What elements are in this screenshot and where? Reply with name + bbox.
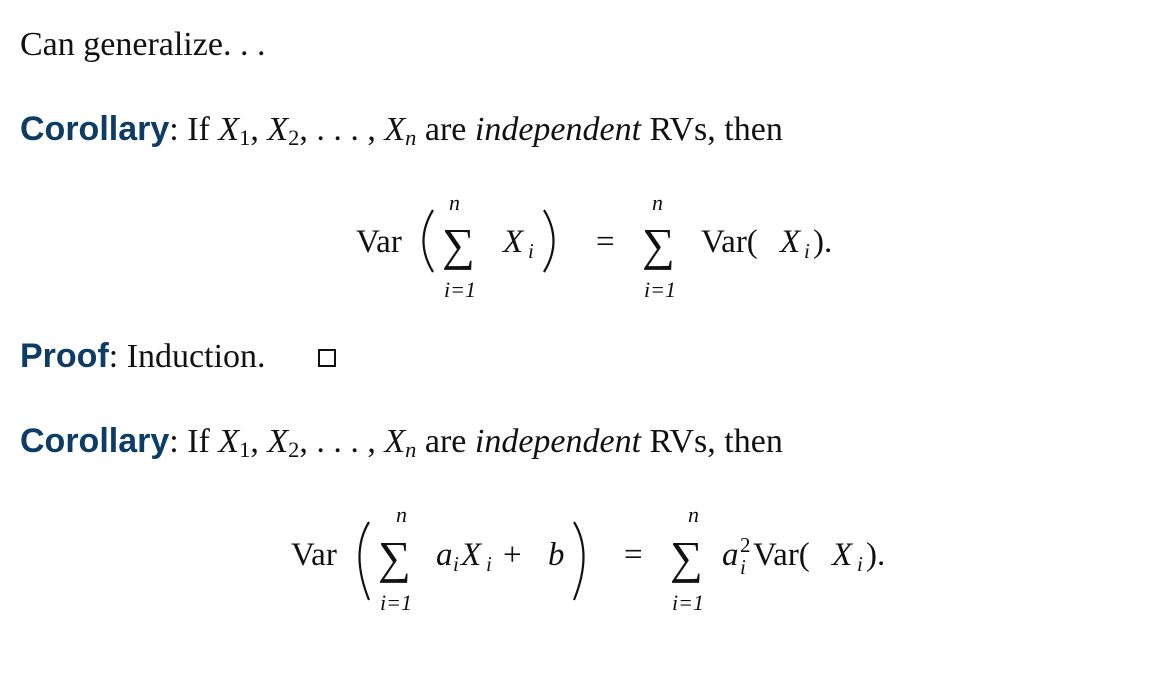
corollary-1-x1-sub: 1 xyxy=(239,124,251,150)
eq2-const: b xyxy=(548,537,565,573)
corollary-1-independent: independent xyxy=(474,111,642,148)
corollary-1-sep: , xyxy=(250,111,268,148)
proof-text: : Induction. xyxy=(108,338,266,375)
eq1-rhs-sum-top: n xyxy=(652,190,663,215)
corollary-1-xn-sub: n xyxy=(405,124,417,150)
eq1-sum-top: n xyxy=(449,190,460,215)
eq2-rhs-x-sub: i xyxy=(857,552,863,576)
corollary-1-are: are xyxy=(416,111,475,148)
equation-2: Var n ∑ i=1 a i X i + b = n ∑ i=1 a 2 i … xyxy=(291,502,885,615)
eq1-rhs-x: X xyxy=(778,224,802,260)
eq2-rhs-coef-sup: 2 xyxy=(740,533,751,557)
corollary-2: Corollary: If X1, X2, . . . , Xn are ind… xyxy=(20,422,783,462)
corollary-2-xn-sub: n xyxy=(405,436,417,462)
intro-label: Can generalize. . . xyxy=(20,26,266,63)
corollary-1-x2: X xyxy=(267,111,289,148)
corollary-2-x2: X xyxy=(267,423,289,460)
eq2-rhs-coef-sub: i xyxy=(740,555,746,579)
corollary-2-keyword: Corollary xyxy=(20,422,170,460)
equation-1: Var n ∑ i=1 X i = n ∑ i=1 Var( X i ). xyxy=(356,190,832,302)
eq2-rhs-sum-bottom: i=1 xyxy=(672,590,704,615)
corollary-1-if: : If xyxy=(169,111,219,148)
eq2-equals: = xyxy=(624,537,643,573)
eq1-right-paren xyxy=(543,209,555,273)
corollary-1-keyword: Corollary xyxy=(20,110,170,148)
eq2-rhs-close: ). xyxy=(866,537,885,573)
corollary-2-sep: , xyxy=(250,423,268,460)
eq1-equals: = xyxy=(596,224,615,260)
corollary-1: Corollary: If X1, X2, . . . , Xn are ind… xyxy=(20,110,783,150)
eq2-rhs-sum-top: n xyxy=(688,502,699,527)
corollary-1-rest: RVs, then xyxy=(641,111,783,148)
eq2-coef-sub: i xyxy=(453,552,459,576)
corollary-2-independent: independent xyxy=(474,423,642,460)
eq1-rhs-sum-sign: ∑ xyxy=(642,219,675,270)
corollary-2-rest: RVs, then xyxy=(641,423,783,460)
eq2-plus: + xyxy=(503,537,522,573)
eq2-rhs-sum-sign: ∑ xyxy=(670,532,703,583)
eq2-coef: a xyxy=(436,537,453,573)
corollary-2-are: are xyxy=(416,423,475,460)
eq1-sum-sign: ∑ xyxy=(442,219,475,270)
eq1-rhs-sum-bottom: i=1 xyxy=(644,277,676,302)
eq2-right-paren xyxy=(572,521,585,601)
corollary-2-xn: X xyxy=(384,423,406,460)
corollary-1-xn: X xyxy=(384,111,406,148)
eq1-var: Var xyxy=(356,224,402,260)
corollary-2-dots: , . . . , xyxy=(299,423,385,460)
corollary-2-x1: X xyxy=(218,423,240,460)
corollary-1-x2-sub: 2 xyxy=(288,124,300,150)
proof-keyword: Proof xyxy=(20,337,109,375)
eq1-term-sub: i xyxy=(528,239,534,263)
qed-square-icon xyxy=(317,349,336,367)
eq2-term: X xyxy=(459,537,483,573)
eq2-sum-bottom: i=1 xyxy=(380,590,412,615)
eq2-rhs-var: Var( xyxy=(753,537,810,573)
eq2-sum-sign: ∑ xyxy=(378,532,411,583)
eq2-left-paren xyxy=(358,521,371,601)
eq2-sum-top: n xyxy=(396,502,407,527)
corollary-1-dots: , . . . , xyxy=(299,111,385,148)
corollary-2-x2-sub: 2 xyxy=(288,436,300,462)
eq2-term-sub: i xyxy=(486,552,492,576)
eq1-rhs-var: Var( xyxy=(701,224,758,260)
eq1-rhs-x-sub: i xyxy=(804,239,810,263)
eq2-rhs-x: X xyxy=(830,537,854,573)
eq2-rhs-coef: a xyxy=(722,537,739,573)
corollary-1-x1: X xyxy=(218,111,240,148)
eq2-var: Var xyxy=(291,537,337,573)
eq1-left-paren xyxy=(422,209,434,273)
proof-line: Proof: Induction. xyxy=(20,339,336,374)
eq1-rhs-close: ). xyxy=(813,224,832,260)
corollary-2-if: : If xyxy=(169,423,219,460)
intro-text: Can generalize. . . xyxy=(20,28,265,62)
corollary-2-x1-sub: 1 xyxy=(239,436,251,462)
eq1-sum-bottom: i=1 xyxy=(444,277,476,302)
eq1-term: X xyxy=(501,224,525,260)
